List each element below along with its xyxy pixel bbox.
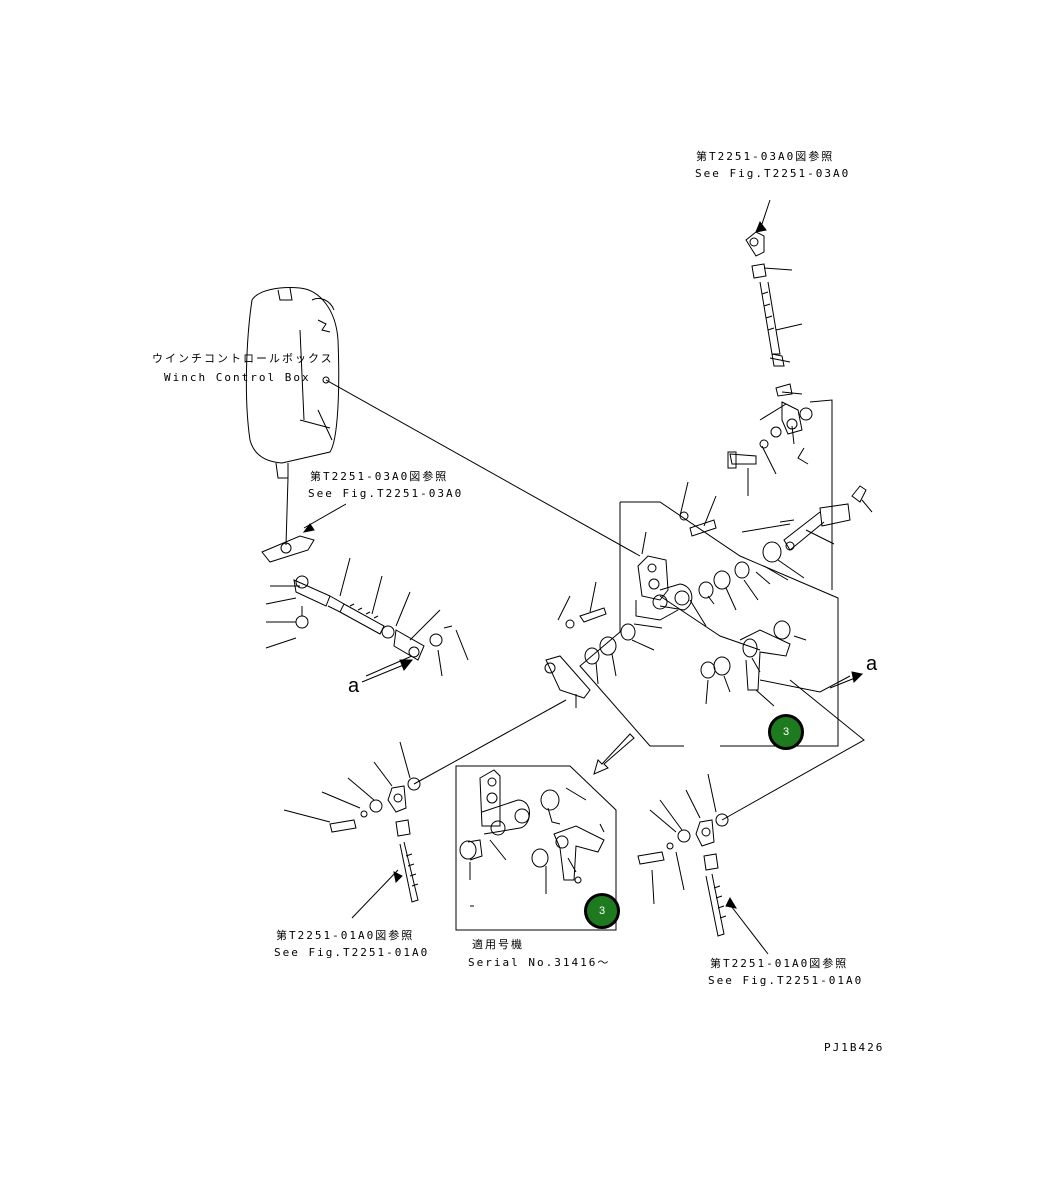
drawing-code: PJ1B426 <box>824 1041 885 1054</box>
serial-label-en: Serial No.31416～ <box>468 956 611 969</box>
lower-right-linkage-drawing <box>637 813 729 937</box>
ref-bottom-right-en: See Fig.T2251-01A0 <box>708 974 864 987</box>
ref-top-en: See Fig.T2251-03A0 <box>695 167 851 180</box>
serial-label-jp: 適用号機 <box>472 938 524 951</box>
winch-control-box-drawing <box>245 287 340 546</box>
winch-control-box-label-en: Winch Control Box <box>164 371 311 384</box>
upper-right-linkage-drawing <box>727 231 867 551</box>
callout-3-inset[interactable]: 3 <box>584 893 620 929</box>
ref-mid-en: See Fig.T2251-03A0 <box>308 487 464 500</box>
lower-left-linkage-drawing <box>329 777 421 903</box>
serial-inset-drawing <box>455 765 617 931</box>
view-marker-a-right: a <box>866 653 878 675</box>
ref-top-jp: 第T2251-03A0図参照 <box>696 150 835 163</box>
ref-bottom-left-en: See Fig.T2251-01A0 <box>274 946 430 959</box>
main-assembly-outline <box>579 501 839 747</box>
ref-bottom-left-jp: 第T2251-01A0図参照 <box>276 929 415 942</box>
left-linkage-drawing <box>261 535 453 661</box>
ref-bottom-right-jp: 第T2251-01A0図参照 <box>710 957 849 970</box>
callout-3-main[interactable]: 3 <box>768 714 804 750</box>
winch-control-box-label-jp: ウインチコントロールボックス <box>152 352 334 365</box>
ref-mid-jp: 第T2251-03A0図参照 <box>310 470 449 483</box>
inset-pointer-arrow <box>593 733 635 775</box>
main-bracket-drawing <box>544 511 791 699</box>
view-marker-a-left: a <box>348 675 360 697</box>
